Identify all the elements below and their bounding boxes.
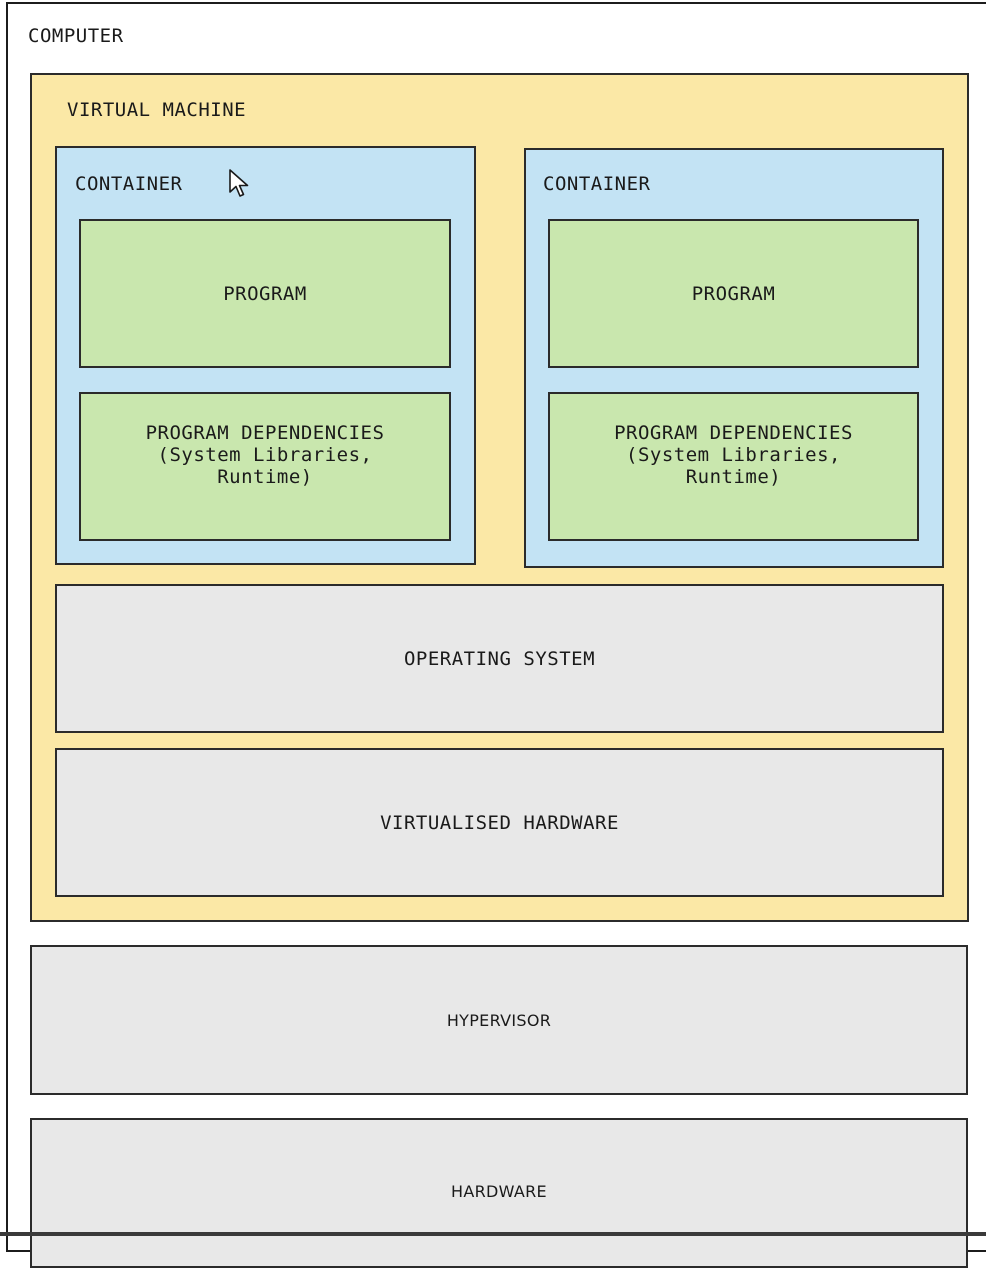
operating-system-label: OPERATING SYSTEM bbox=[403, 647, 596, 670]
hypervisor-label: HYPERVISOR bbox=[446, 1010, 552, 1030]
program-dependencies-box-1: PROGRAM DEPENDENCIES (System Libraries, … bbox=[79, 392, 451, 541]
dependencies-line-2: (System Libraries, bbox=[157, 443, 373, 466]
container-label-1: CONTAINER bbox=[75, 173, 183, 195]
virtualised-hardware-label: VIRTUALISED HARDWARE bbox=[380, 811, 619, 834]
program-box-1: PROGRAM bbox=[79, 219, 451, 368]
hardware-label: HARDWARE bbox=[451, 1182, 547, 1201]
program-dependencies-box-2: PROGRAM DEPENDENCIES (System Libraries, … bbox=[548, 392, 919, 541]
program-label-1: PROGRAM bbox=[223, 282, 307, 305]
virtual-machine-label: VIRTUAL MACHINE bbox=[67, 99, 247, 121]
mouse-pointer-icon bbox=[229, 169, 249, 197]
program-box-2: PROGRAM bbox=[548, 219, 919, 368]
program-dependencies-text-2: PROGRAM DEPENDENCIES (System Libraries, … bbox=[614, 422, 853, 488]
bottom-edge bbox=[0, 1232, 986, 1236]
program-dependencies-text-1: PROGRAM DEPENDENCIES (System Libraries, … bbox=[146, 422, 385, 488]
dependencies-line-1: PROGRAM DEPENDENCIES bbox=[614, 421, 853, 444]
dependencies-line-1: PROGRAM DEPENDENCIES bbox=[145, 421, 385, 444]
computer-label: COMPUTER bbox=[28, 25, 124, 47]
hardware-box: HARDWARE bbox=[30, 1118, 968, 1268]
operating-system-box: OPERATING SYSTEM bbox=[55, 584, 944, 733]
dependencies-line-3: Runtime) bbox=[217, 465, 313, 488]
dependencies-line-3: Runtime) bbox=[685, 465, 782, 488]
virtualised-hardware-box: VIRTUALISED HARDWARE bbox=[55, 748, 944, 897]
dependencies-line-2: (System Libraries, bbox=[626, 443, 841, 466]
container-label-2: CONTAINER bbox=[543, 173, 651, 195]
hypervisor-box: HYPERVISOR bbox=[30, 945, 968, 1095]
program-label-2: PROGRAM bbox=[691, 282, 776, 305]
